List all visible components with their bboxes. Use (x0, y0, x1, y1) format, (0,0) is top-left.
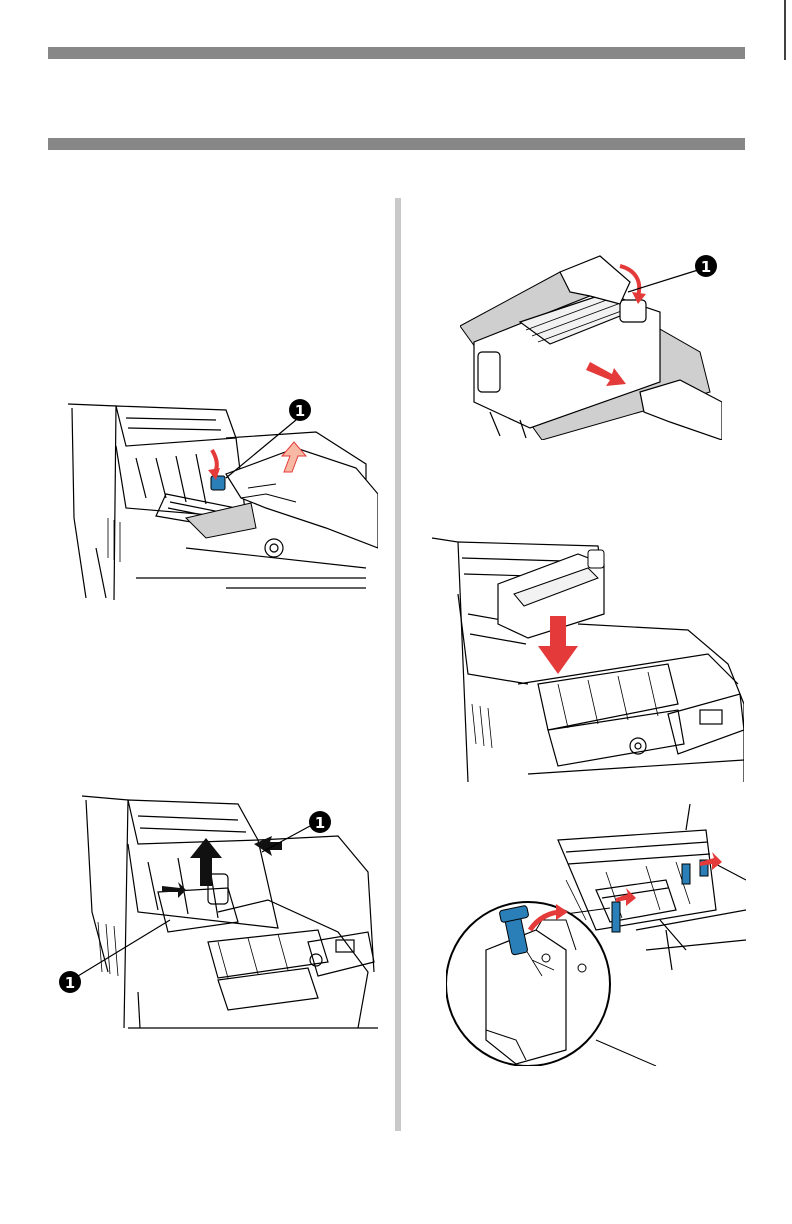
lever-icon (612, 902, 620, 932)
lift-arrow-icon (190, 838, 222, 886)
lever-icon (211, 476, 225, 490)
figure-remove-fuser: 1 1 (58, 792, 378, 1032)
figure-open-fuser-lever: 1 (66, 398, 378, 600)
callout-marker: 1 (295, 402, 305, 420)
header-rule-top (48, 47, 745, 59)
header-rule-bottom (48, 138, 745, 150)
lever-icon (682, 864, 690, 884)
callout-marker: 1 (315, 814, 325, 832)
figure-lock-levers (446, 800, 746, 1066)
paper-icon (186, 503, 256, 538)
callout-marker: 1 (701, 258, 711, 276)
trim-mark (778, 0, 792, 60)
magnifier-icon (446, 902, 610, 1066)
column-divider (395, 198, 401, 1131)
callout-marker: 1 (65, 974, 75, 992)
figure-pull-jammed-paper: 1 (460, 252, 722, 440)
hand-icon (226, 448, 378, 548)
figure-reinstall-fuser (428, 534, 744, 782)
